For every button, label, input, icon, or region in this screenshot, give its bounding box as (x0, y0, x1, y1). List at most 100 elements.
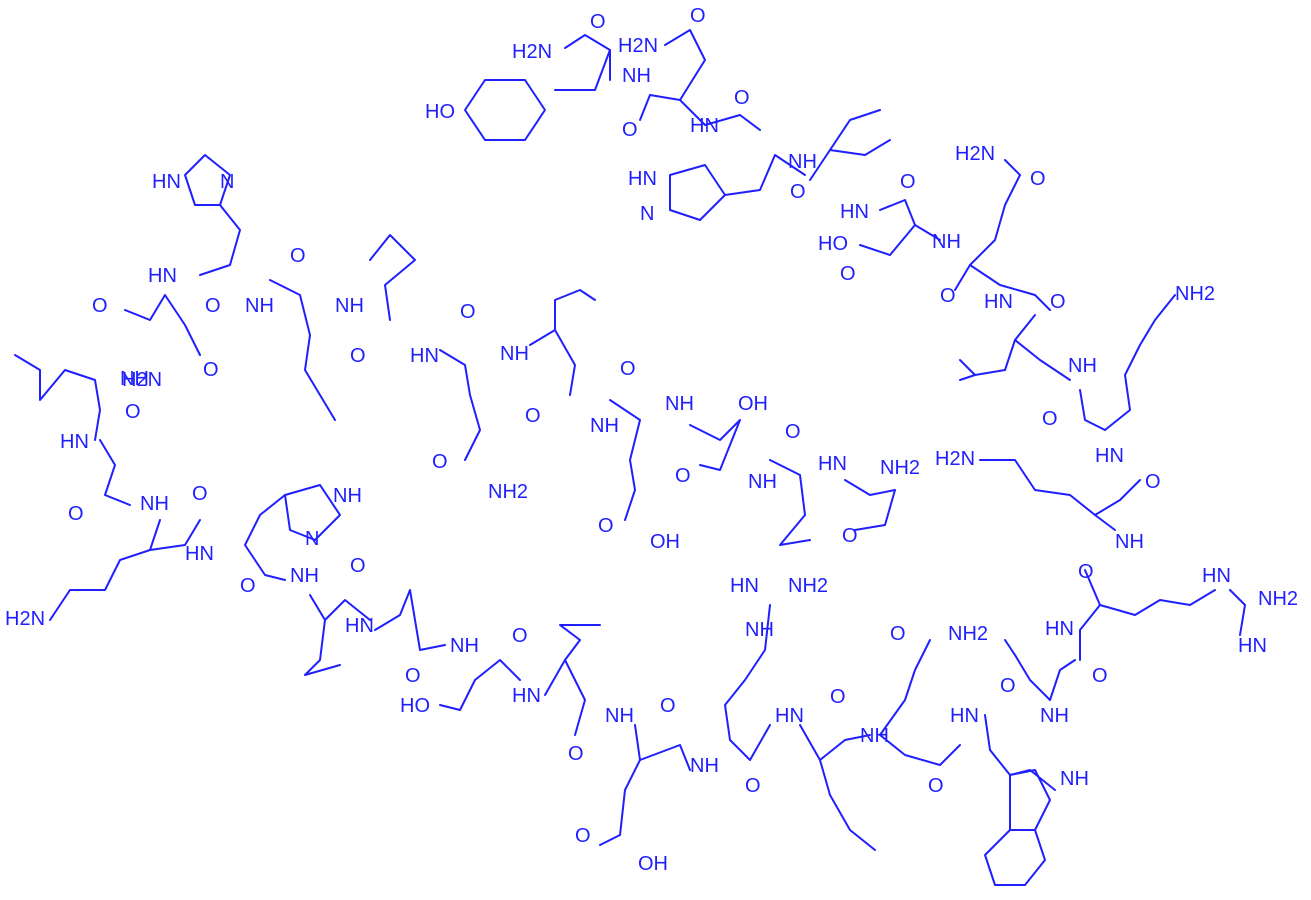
atom-hn: HN (148, 265, 177, 287)
atom-ho: HO (425, 101, 455, 123)
residue-his-top: HN N NH O (628, 151, 817, 225)
atom-nh: NH (1060, 768, 1089, 790)
residue-leu-bottom-left: NH O (290, 555, 371, 676)
atom-nh: NH (450, 635, 479, 657)
atom-h2n: H2N (935, 448, 975, 470)
residue-lys-mid: H2N NH O (935, 448, 1144, 583)
residue-arg-bottom: HN NH2 NH O NH (690, 575, 828, 797)
atom-o: O (622, 119, 638, 141)
atom-h2n: H2N (955, 143, 995, 165)
atom-nh: NH (245, 295, 274, 317)
atom-oh: OH (650, 531, 680, 553)
residue-val-top: HN (809, 109, 891, 223)
atom-nh: NH (290, 565, 319, 587)
residue-val-bottom: HN O (512, 624, 601, 765)
bond (529, 289, 596, 346)
atom-o: O (675, 465, 691, 487)
bond (599, 724, 641, 846)
atom-hn: HN (1202, 565, 1231, 587)
residue-asn-top: H2N O O HN O (618, 5, 761, 141)
residue-lys-right: NH2 HN O (1079, 283, 1215, 493)
atom-o: O (125, 401, 141, 423)
atom-o: O (1030, 168, 1046, 190)
atom-hn: HN (1095, 445, 1124, 467)
residue-asp-top: O HO O NH (818, 171, 961, 285)
atom-nh: NH (335, 295, 364, 317)
atom-o: O (568, 743, 584, 765)
atom-o: O (240, 575, 256, 597)
atom-o: O (350, 345, 366, 367)
atom-hn: HN (950, 705, 979, 727)
bond (1084, 569, 1216, 616)
atom-nh2: NH2 (788, 575, 828, 597)
residue-ser-bottom: NH O HO (400, 625, 528, 717)
atom-o: O (460, 301, 476, 323)
atom-o: O (840, 263, 856, 285)
residue-trp: HN NH (950, 705, 1089, 886)
bond (1014, 654, 1076, 701)
bond (124, 294, 201, 356)
atom-ho: HO (818, 233, 848, 255)
atom-o: O (598, 515, 614, 537)
atom-nh: NH (605, 705, 634, 727)
bond (969, 264, 1051, 311)
residue-nle-bottom: O HN (775, 686, 876, 851)
residue-his-left: HN N O NH (152, 154, 274, 317)
bond (49, 519, 161, 621)
bond (879, 639, 961, 766)
bond (1014, 339, 1071, 381)
residue-nle-left: O NH (269, 245, 364, 421)
atom-o: O (290, 245, 306, 267)
imidazole-ring (669, 164, 726, 221)
bond (639, 29, 706, 121)
residue-ile: NH O (500, 289, 596, 427)
atom-o: O (900, 171, 916, 193)
atom-nh: NH (745, 619, 774, 641)
bond (1229, 589, 1246, 636)
residue-lys-bottom-left: NH O H2N (5, 483, 208, 630)
atom-hn: HN (60, 431, 89, 453)
residue-leu-right: NH O (959, 314, 1097, 430)
bond (959, 374, 976, 381)
bond (439, 349, 481, 461)
atom-h2n: H2N (512, 41, 552, 63)
atom-o: O (1145, 471, 1161, 493)
benzene-ring (464, 79, 546, 141)
bond (1094, 514, 1116, 531)
atom-nh: NH (665, 393, 694, 415)
atom-nh: NH (860, 725, 889, 747)
atom-nh: NH (140, 493, 169, 515)
residue-val-mid: NH O (748, 421, 811, 546)
residue-ala-n-terminal: HN O NH2 (818, 453, 920, 547)
residue-glu-mid: NH O O OH (590, 358, 680, 553)
atom-hn: HN (512, 685, 541, 707)
atom-hn: HN (775, 705, 804, 727)
atom-nh2: NH2 (880, 457, 920, 479)
atom-h2n: H2N (122, 369, 162, 391)
bond (199, 204, 241, 276)
residue-arg-right: HN NH2 HN HN O (1045, 565, 1298, 687)
residue-his-bottom-left: NH N HN O (185, 484, 362, 597)
atom-o: O (734, 87, 750, 109)
atom-oh: OH (638, 853, 668, 875)
atom-nh: NH (748, 471, 777, 493)
atom-nh: NH (333, 485, 362, 507)
bond (369, 234, 416, 321)
bond (724, 604, 771, 761)
atom-nh: NH (622, 65, 651, 87)
atom-nh2: NH2 (1175, 283, 1215, 305)
bond (609, 399, 641, 521)
atom-hn: HN (690, 115, 719, 137)
atom-o: O (1050, 291, 1066, 313)
residue-ala-bottom: HN O (345, 589, 446, 687)
atom-nh: NH (590, 415, 619, 437)
atom-o: O (350, 555, 366, 577)
atom-hn: HN (1238, 635, 1267, 657)
atom-o: O (842, 525, 858, 547)
bond (149, 519, 201, 551)
atom-o: O (745, 775, 761, 797)
atom-hn: HN (840, 201, 869, 223)
residue-leu-bottom-right: NH O (1000, 639, 1076, 727)
bond (324, 599, 371, 621)
atom-h2n: H2N (618, 35, 658, 57)
